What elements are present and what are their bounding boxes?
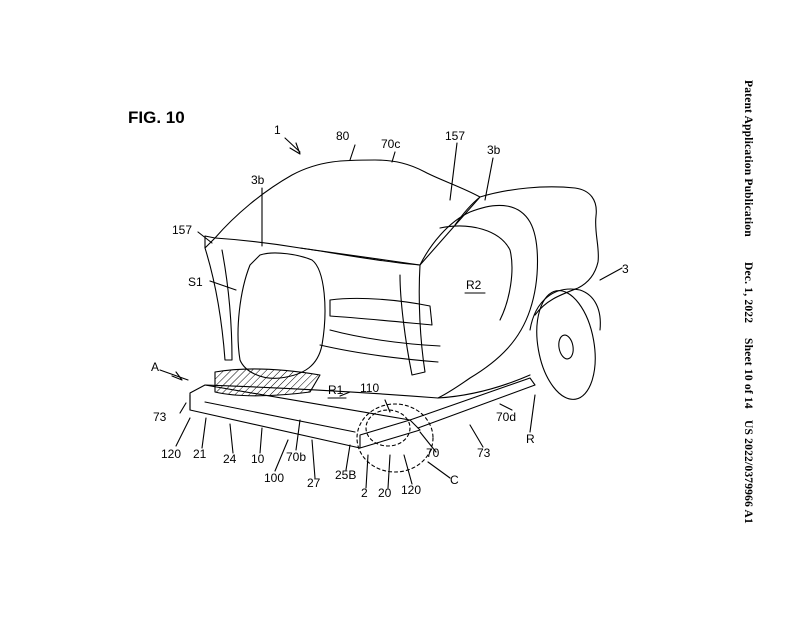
label-110: 110	[360, 381, 379, 395]
label-20: 20	[378, 486, 392, 500]
label-A: A	[151, 360, 159, 374]
rear-wheel	[536, 290, 596, 400]
front-pillar	[204, 247, 233, 361]
label-1: 1	[274, 123, 281, 137]
label-157-left: 157	[172, 223, 192, 237]
arrow-a	[171, 371, 183, 381]
label-3b-right: 3b	[487, 143, 501, 157]
label-70d: 70d	[496, 410, 516, 424]
reference-labels: 1 80 70c 157 3b 3b 157 3 S1 R2 A R1 110 …	[151, 123, 629, 500]
label-C: C	[450, 473, 459, 487]
lower-frame-side	[189, 394, 411, 449]
detail-circle-c-inner	[365, 409, 411, 447]
label-S1: S1	[188, 275, 203, 289]
b-pillar	[399, 264, 426, 376]
label-27: 27	[307, 476, 321, 490]
label-R1: R1	[328, 383, 344, 397]
arrow-1	[289, 142, 301, 155]
label-157-top: 157	[445, 129, 465, 143]
rear-seat	[329, 297, 433, 326]
cabin-floor	[319, 329, 441, 363]
front-seat	[237, 252, 326, 379]
label-80: 80	[336, 129, 350, 143]
label-100: 100	[264, 471, 284, 485]
label-21: 21	[193, 447, 207, 461]
label-2: 2	[361, 486, 368, 500]
label-R: R	[526, 432, 535, 446]
seat-cushion	[214, 368, 321, 397]
label-73-right: 73	[477, 446, 491, 460]
roof-edge	[204, 235, 421, 266]
detail-circle-c-outer	[356, 403, 434, 473]
label-3: 3	[622, 262, 629, 276]
label-120-right: 120	[401, 483, 421, 497]
label-73-left: 73	[153, 410, 167, 424]
label-3b-left: 3b	[251, 173, 265, 187]
rear-wheel-hub	[558, 334, 574, 360]
sill-rail	[409, 377, 536, 429]
rear-body	[479, 186, 599, 316]
label-70: 70	[426, 446, 440, 460]
rear-interior	[439, 225, 513, 321]
label-25B: 25B	[335, 468, 356, 482]
label-120-left: 120	[161, 447, 181, 461]
label-70b: 70b	[286, 450, 306, 464]
rear-door-opening	[419, 204, 539, 399]
sheet-number: Sheet 10 of 14	[742, 338, 754, 409]
wheel-arch	[529, 288, 601, 331]
label-10: 10	[251, 452, 265, 466]
publication-type: Patent Application Publication	[742, 80, 754, 237]
label-70c: 70c	[381, 137, 400, 151]
leader-lines	[159, 137, 623, 489]
label-R2: R2	[466, 278, 482, 292]
label-24: 24	[223, 452, 237, 466]
trunk-line	[454, 196, 481, 226]
figure-title: FIG. 10	[128, 108, 185, 127]
publication-number: US 2022/0379966 A1	[742, 420, 754, 524]
publication-date: Dec. 1, 2022	[742, 262, 754, 324]
